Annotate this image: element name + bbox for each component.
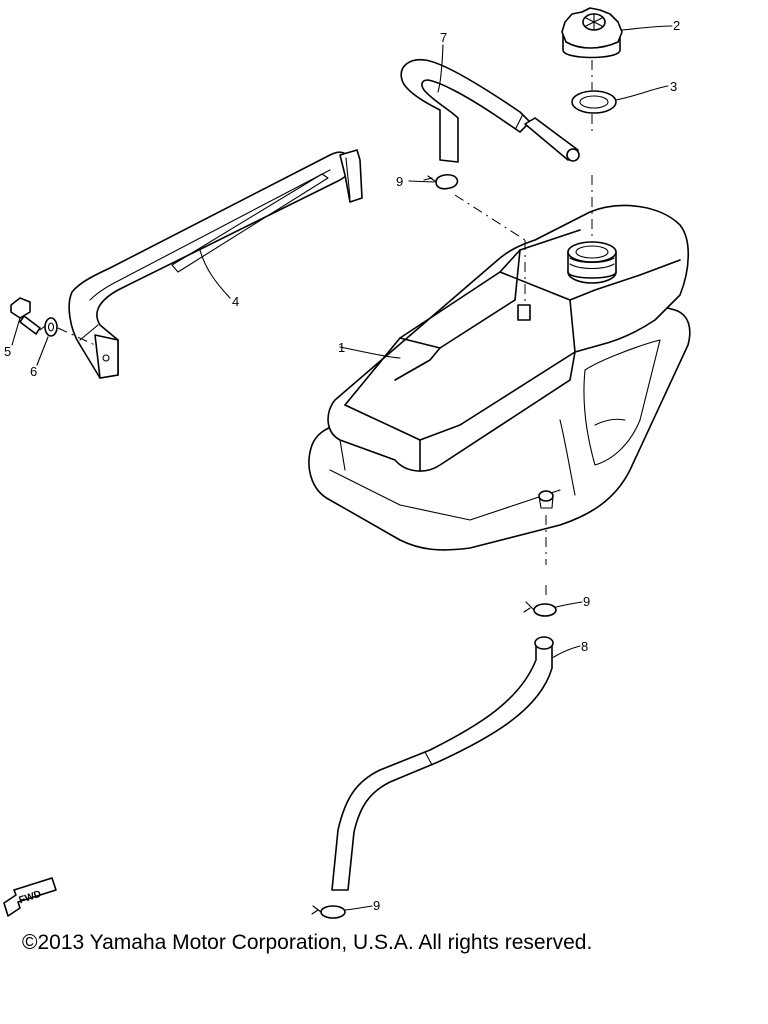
bolt[interactable]: [10, 297, 41, 335]
breather-hose[interactable]: [400, 58, 580, 163]
forward-arrow-icon: FWD: [3, 877, 57, 917]
leader-lines: [11, 25, 673, 911]
callout-7: 7: [440, 30, 447, 45]
callout-2: 2: [673, 18, 680, 33]
callout-9-top: 9: [396, 174, 403, 189]
tank-cap[interactable]: [561, 7, 623, 59]
hose-clip-bottom[interactable]: [311, 905, 346, 919]
fuel-hose[interactable]: [331, 636, 554, 891]
hose-clip-top[interactable]: [423, 174, 459, 190]
callout-4: 4: [232, 294, 239, 309]
callout-1: 1: [338, 340, 345, 355]
copyright-notice: ©2013 Yamaha Motor Corporation, U.S.A. A…: [22, 931, 593, 954]
fuel-tank[interactable]: [308, 204, 691, 551]
callout-6: 6: [30, 364, 37, 379]
callout-9-middle: 9: [583, 594, 590, 609]
cap-gasket[interactable]: [571, 90, 617, 114]
callout-8: 8: [581, 639, 588, 654]
callout-3: 3: [670, 79, 677, 94]
tank-bracket[interactable]: [68, 149, 363, 379]
callout-9-bottom: 9: [373, 898, 380, 913]
hose-clip-middle[interactable]: [523, 601, 557, 617]
callout-5: 5: [4, 344, 11, 359]
washer[interactable]: [44, 317, 58, 337]
assembly-lines: [39, 60, 593, 600]
